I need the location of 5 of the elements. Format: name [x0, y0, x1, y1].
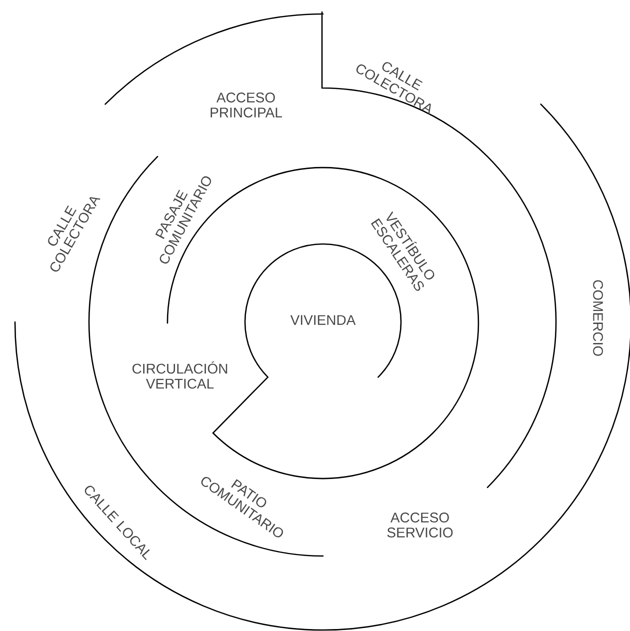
- area-label: COMERCIO: [593, 280, 603, 356]
- area-label: ACCESO SERVICIO: [387, 512, 453, 538]
- area-label: ACCESO PRINCIPAL: [210, 92, 282, 118]
- area-label: CIRCULACIÓN VERTICAL: [132, 361, 228, 389]
- area-label: VIVIENDA: [290, 315, 356, 325]
